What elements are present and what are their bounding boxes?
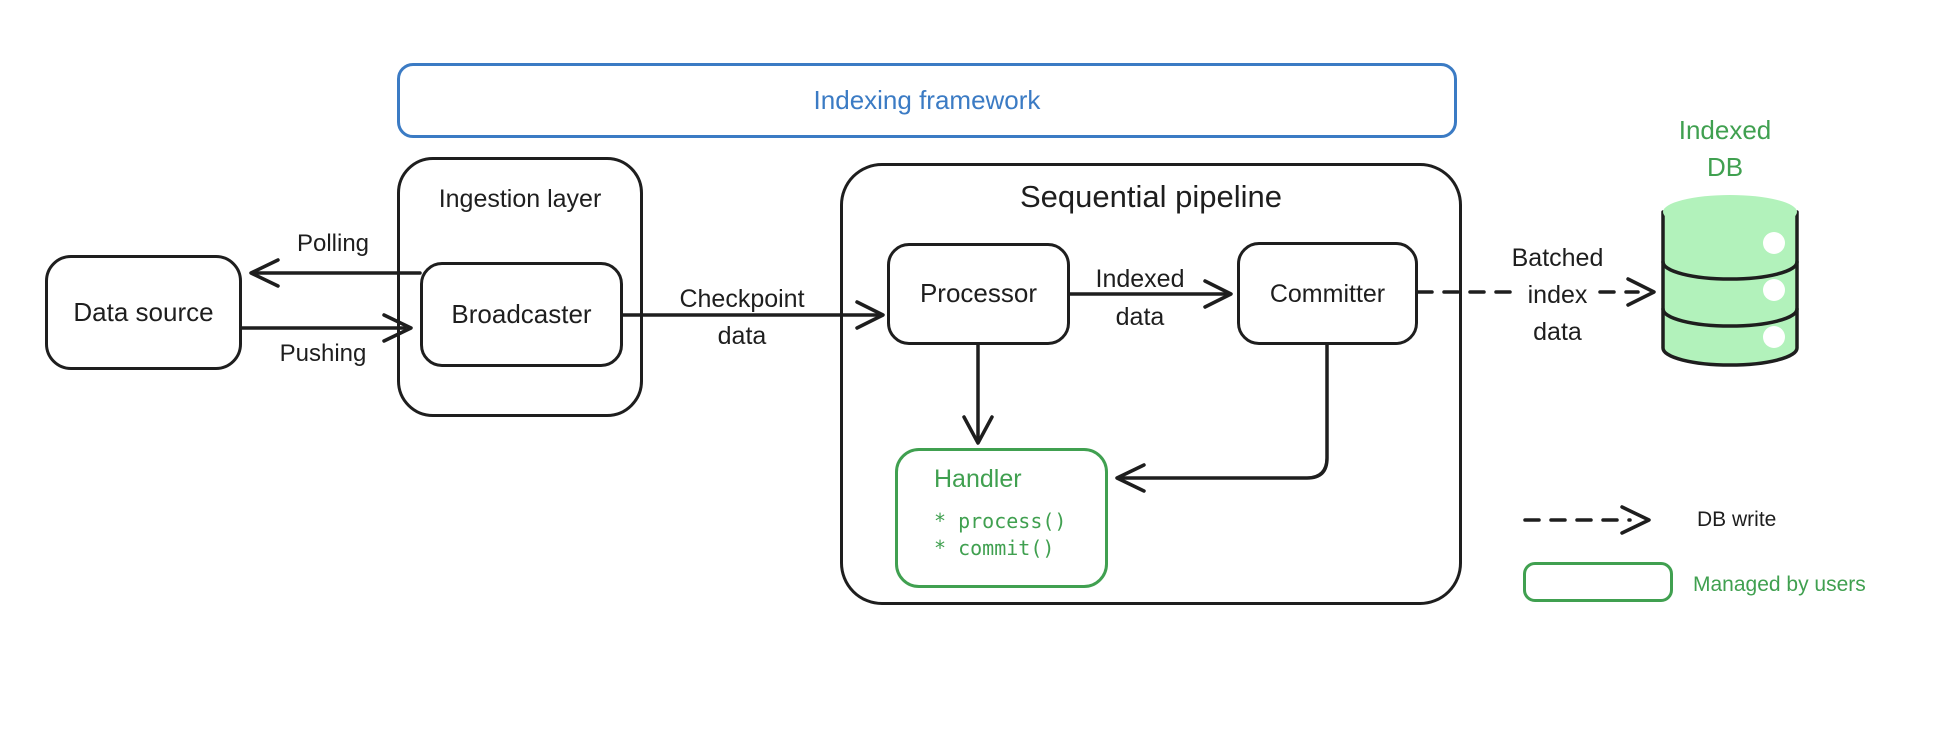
- indexed-db-label-line2: DB: [1706, 152, 1744, 182]
- checkpoint-data-label: Checkpoint data: [662, 281, 822, 355]
- ingestion-layer-frame: [397, 157, 643, 417]
- pushing-label: Pushing: [279, 340, 367, 367]
- indexed-data-label-line1: Indexed: [1095, 265, 1185, 293]
- legend-user-managed-box: [1523, 562, 1673, 602]
- indexed-data-label-line2: data: [1115, 303, 1165, 331]
- database-icon: [1661, 195, 1799, 367]
- batched-label-line2: index: [1527, 281, 1588, 309]
- indexed-db-label: Indexed DB: [1640, 112, 1810, 186]
- batched-label-line1: Batched: [1511, 244, 1604, 272]
- indexed-db-label-line1: Indexed: [1678, 115, 1772, 145]
- batched-index-data-label: Batched index data: [1480, 240, 1635, 351]
- ingestion-layer-label: Ingestion layer: [438, 185, 602, 213]
- broadcaster-node: [420, 262, 623, 367]
- indexed-data-label: Indexed data: [1060, 260, 1220, 336]
- sequential-pipeline-frame: [840, 163, 1462, 605]
- checkpoint-label-line1: Checkpoint: [679, 285, 805, 313]
- data-source-label: Data source: [73, 296, 214, 327]
- handler-method-process: * process(): [934, 509, 1067, 533]
- polling-label: Polling: [296, 230, 370, 257]
- legend-dashed-arrow: [1523, 505, 1651, 535]
- legend-managed-by-users-label: Managed by users: [1693, 573, 1866, 596]
- handler-title: Handler: [934, 465, 1022, 493]
- legend-db-write-label: DB write: [1697, 508, 1777, 531]
- processor-label: Processor: [919, 278, 1038, 309]
- indexing-framework-frame: [397, 63, 1457, 138]
- committer-label: Committer: [1269, 279, 1386, 308]
- pushing-arrow: [240, 313, 413, 343]
- handler-node: Handler * process() * commit(): [895, 448, 1108, 588]
- batched-label-line3: data: [1533, 318, 1582, 346]
- sequential-pipeline-label: Sequential pipeline: [1020, 179, 1282, 214]
- polling-arrow: [249, 258, 422, 288]
- data-source-node: [45, 255, 242, 370]
- handler-method-commit: * commit(): [934, 536, 1055, 560]
- broadcaster-label: Broadcaster: [451, 298, 592, 329]
- indexing-framework-label: Indexing framework: [813, 84, 1041, 115]
- checkpoint-label-line2: data: [717, 322, 767, 350]
